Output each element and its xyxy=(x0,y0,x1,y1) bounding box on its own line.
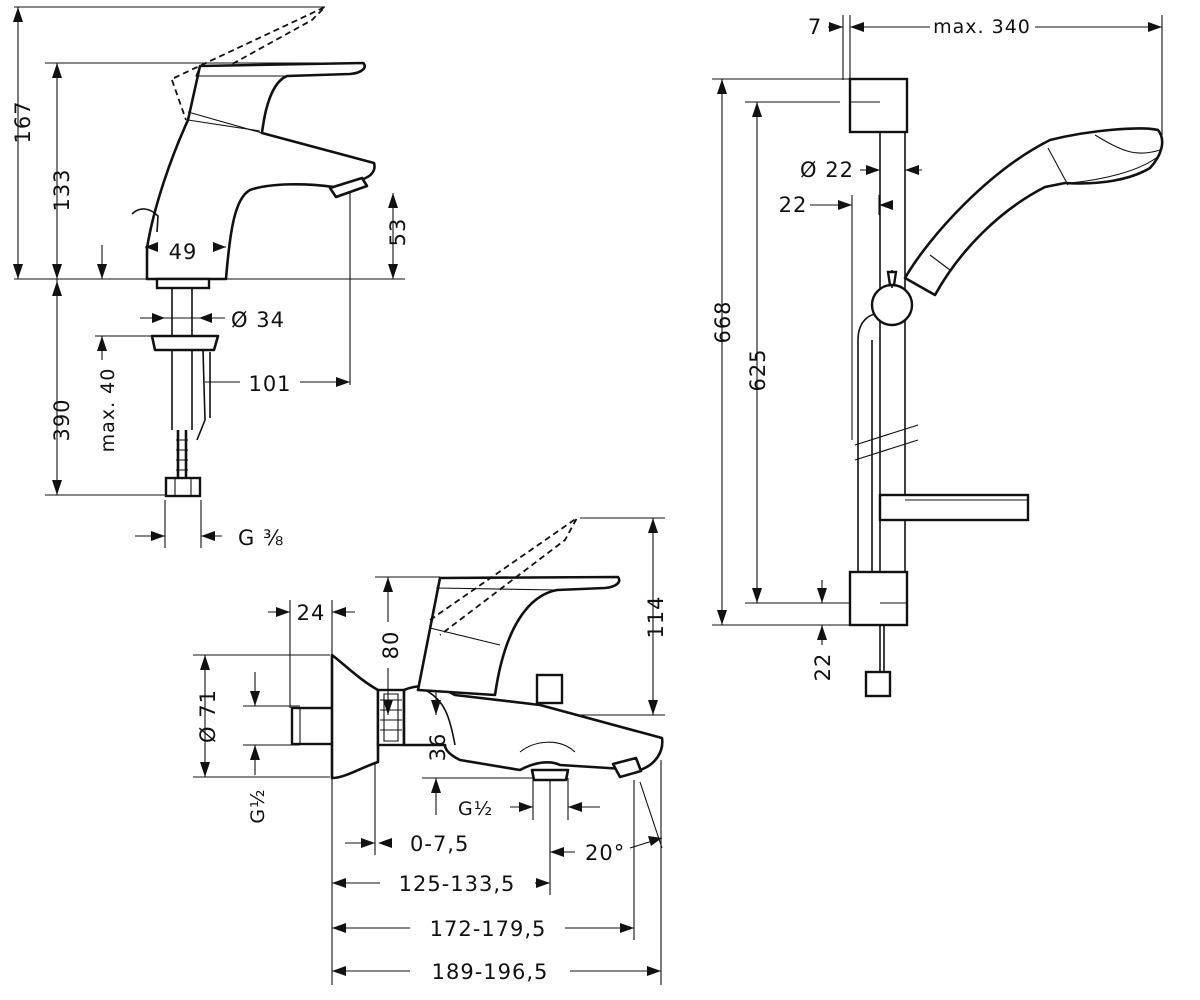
dim-shower-holder-offset: 22 xyxy=(779,193,808,217)
dim-shower-total-length: 668 xyxy=(711,300,735,343)
dim-bath-connection-bottom: G½ xyxy=(458,798,493,820)
dim-bath-projection-min: 125-133,5 xyxy=(399,872,516,896)
dim-basin-max-deck: max. 40 xyxy=(97,368,119,453)
dim-bath-projection-mid: 172-179,5 xyxy=(430,917,547,941)
dim-bath-depth: 24 xyxy=(297,601,326,625)
dim-basin-connection: G ⅜ xyxy=(238,526,284,550)
dim-bath-lever-height: 80 xyxy=(379,631,403,660)
dim-bath-cover-diameter: Ø 71 xyxy=(196,689,220,743)
dim-shower-bottom-offset: 22 xyxy=(811,653,835,682)
dim-basin-hole-diameter: Ø 34 xyxy=(231,308,285,332)
soap-dish xyxy=(878,493,1030,522)
basin-mixer-drawing: 167 133 53 49 Ø 34 101 max. 40 390 G ⅜ xyxy=(11,6,410,550)
dim-bath-projection-max: 189-196,5 xyxy=(432,960,549,984)
dim-bath-offset-range: 0-7,5 xyxy=(410,832,469,856)
dim-basin-base-width: 49 xyxy=(169,240,198,264)
dim-shower-reach: max. 340 xyxy=(933,16,1031,38)
dim-basin-hose-length: 390 xyxy=(50,398,74,441)
slider-knob xyxy=(870,283,914,327)
dim-basin-spout-height: 133 xyxy=(50,168,74,211)
shower-set-drawing: 7 max. 340 Ø 22 22 668 625 22 xyxy=(711,15,1164,698)
dim-shower-fixing-distance: 625 xyxy=(746,348,770,391)
dim-basin-outlet-height: 53 xyxy=(386,218,410,247)
dim-bath-outlet-offset: 36 xyxy=(426,733,450,762)
wall-bracket-top xyxy=(848,77,909,134)
bath-escutcheon xyxy=(330,653,380,780)
dim-shower-bar-diameter: Ø 22 xyxy=(800,158,854,182)
dim-bath-angle: 20° xyxy=(585,841,625,865)
dim-basin-projection: 101 xyxy=(248,372,291,396)
dim-basin-total-height: 167 xyxy=(11,100,35,143)
wall-bracket-bottom xyxy=(848,570,909,627)
dim-bath-total-height: 114 xyxy=(644,595,668,638)
dim-bath-connection-wall: G½ xyxy=(247,788,269,823)
dim-shower-wall-offset: 7 xyxy=(808,15,822,39)
handshower xyxy=(903,127,1164,297)
bath-mixer-drawing: 24 Ø 71 G½ 80 36 114 G½ 0-7,5 125-133,5 … xyxy=(193,517,668,985)
